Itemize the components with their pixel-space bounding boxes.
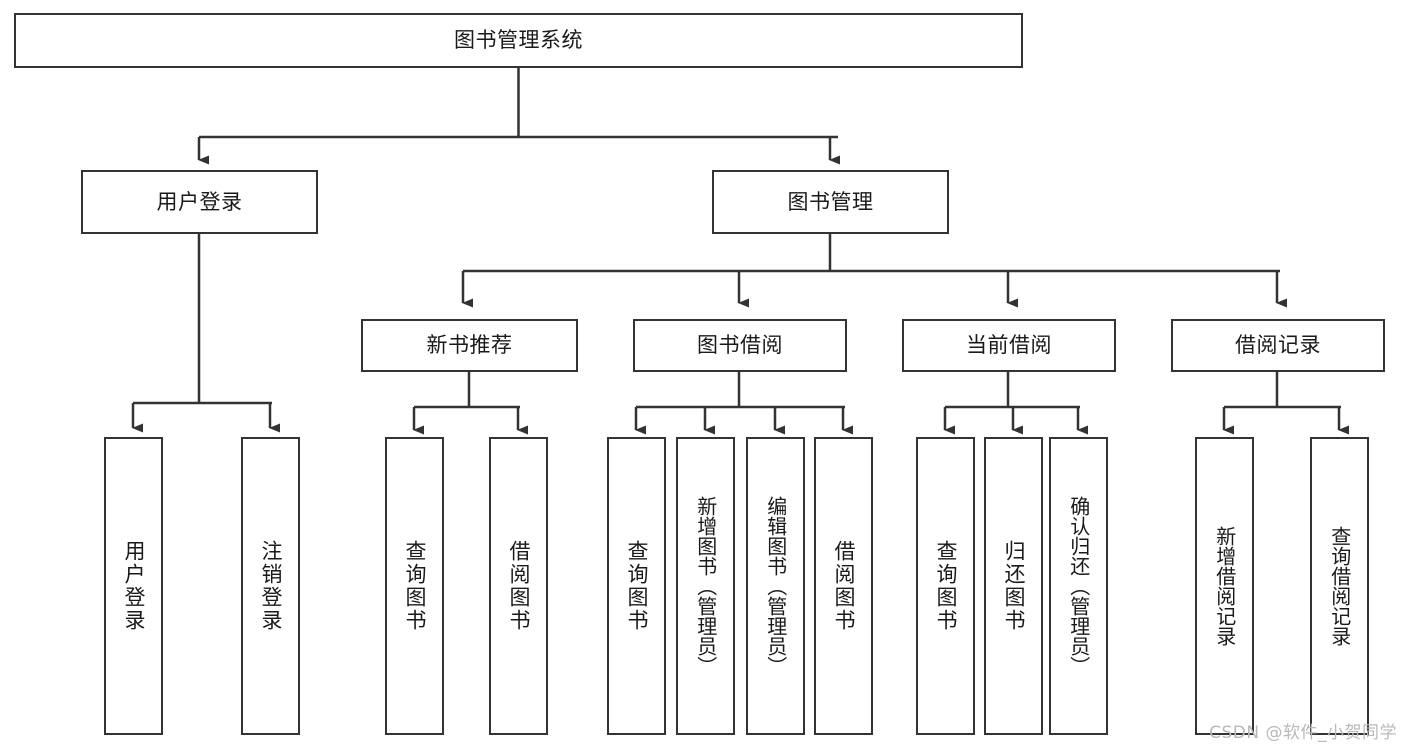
node-root-system-label: 图书管理系统 (454, 28, 583, 53)
leaf-query-book-3[interactable]: 查询图书 (916, 437, 975, 735)
leaf-query-record-label: 查询借阅记录 (1327, 526, 1352, 646)
node-book-borrow-label: 图书借阅 (697, 333, 783, 358)
leaf-query-book-1[interactable]: 查询图书 (385, 437, 444, 735)
leaf-edit-book-label: 编辑图书（管理员） (763, 496, 788, 676)
node-user-login-label: 用户登录 (156, 189, 243, 214)
leaf-query-book-1-label: 查询图书 (402, 540, 427, 632)
leaf-add-record-label: 新增借阅记录 (1212, 526, 1237, 646)
node-book-manage-label: 图书管理 (787, 189, 874, 214)
node-book-borrow[interactable]: 图书借阅 (633, 319, 847, 372)
leaf-edit-book[interactable]: 编辑图书（管理员） (746, 437, 805, 735)
leaf-return-book-label: 归还图书 (1001, 540, 1026, 632)
leaf-query-book-2-label: 查询图书 (624, 540, 649, 632)
leaf-confirm-return-label: 确认归还（管理员） (1066, 496, 1091, 676)
leaf-add-book-label: 新增图书（管理员） (693, 496, 718, 676)
leaf-user-logout-label: 注销登录 (258, 540, 283, 632)
leaf-user-login-label: 用户登录 (121, 540, 146, 632)
leaf-add-record[interactable]: 新增借阅记录 (1195, 437, 1254, 735)
node-book-manage[interactable]: 图书管理 (712, 170, 949, 234)
node-root-system[interactable]: 图书管理系统 (14, 13, 1023, 68)
node-new-book-recommend-label: 新书推荐 (426, 333, 513, 358)
node-current-borrow[interactable]: 当前借阅 (902, 319, 1116, 372)
leaf-return-book[interactable]: 归还图书 (984, 437, 1043, 735)
leaf-user-login[interactable]: 用户登录 (104, 437, 163, 735)
leaf-borrow-book-2[interactable]: 借阅图书 (814, 437, 873, 735)
leaf-borrow-book-1[interactable]: 借阅图书 (489, 437, 548, 735)
leaf-borrow-book-1-label: 借阅图书 (506, 540, 531, 632)
leaf-confirm-return[interactable]: 确认归还（管理员） (1049, 437, 1108, 735)
leaf-add-book[interactable]: 新增图书（管理员） (676, 437, 735, 735)
node-borrow-record-label: 借阅记录 (1235, 333, 1321, 358)
node-current-borrow-label: 当前借阅 (966, 333, 1052, 358)
leaf-borrow-book-2-label: 借阅图书 (831, 540, 856, 632)
leaf-user-logout[interactable]: 注销登录 (241, 437, 300, 735)
leaf-query-book-3-label: 查询图书 (933, 540, 958, 632)
node-user-login[interactable]: 用户登录 (81, 170, 318, 234)
leaf-query-record[interactable]: 查询借阅记录 (1310, 437, 1369, 735)
csdn-watermark: CSDN @软件_小贺同学 (1209, 723, 1397, 743)
node-borrow-record[interactable]: 借阅记录 (1171, 319, 1385, 372)
node-new-book-recommend[interactable]: 新书推荐 (361, 319, 578, 372)
leaf-query-book-2[interactable]: 查询图书 (607, 437, 666, 735)
